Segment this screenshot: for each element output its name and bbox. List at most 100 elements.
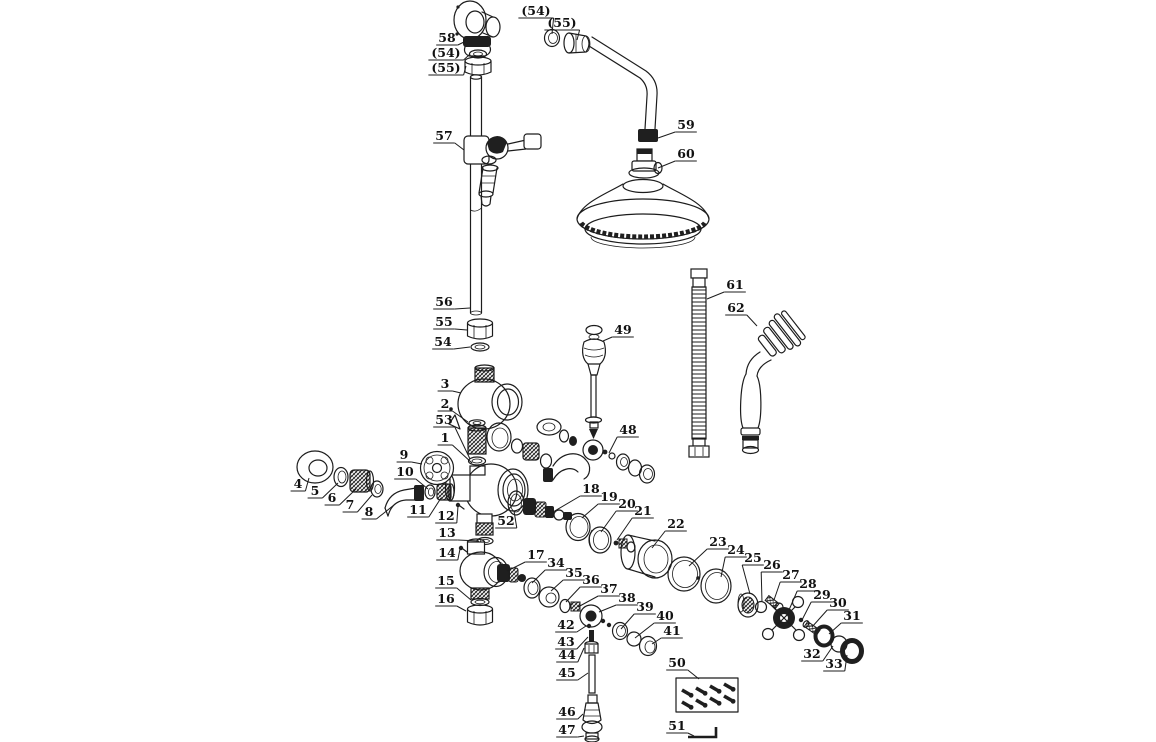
callout-leader — [415, 478, 429, 490]
callout-10: 10 — [394, 464, 429, 490]
callout-52: 52 — [495, 510, 518, 529]
callout-leader — [322, 482, 339, 499]
callout-leader — [456, 505, 459, 524]
callout-58: 58 — [436, 30, 465, 46]
callout-14: 14 — [436, 545, 461, 561]
valve-body-1 — [444, 463, 529, 536]
callout-25: 25 — [741, 550, 764, 595]
callout-label: 29 — [813, 587, 830, 602]
wall-flange — [453, 0, 501, 40]
callout-label: 9 — [400, 447, 409, 462]
callout-47: 47 — [556, 722, 585, 738]
callout-37: 37 — [577, 581, 620, 608]
ring-5 — [333, 466, 349, 488]
callout-leader — [552, 495, 581, 513]
callout-leader — [454, 426, 471, 460]
callout-leader — [828, 622, 842, 635]
callout-leader — [634, 622, 655, 639]
callout-leader — [581, 503, 599, 519]
callout-53: 53 — [433, 412, 471, 460]
callout-leader — [657, 160, 676, 169]
stem-43 — [589, 630, 594, 642]
callout-label: 1 — [441, 430, 450, 445]
escutcheon-ring-9 — [419, 450, 455, 486]
callout-label: 48 — [619, 422, 637, 437]
callout-leader — [453, 346, 471, 350]
callout-label: 11 — [409, 502, 426, 517]
callout-label: 53 — [435, 412, 452, 427]
callout-leader — [844, 654, 848, 672]
ring-40 — [626, 631, 642, 647]
callout-27: 27 — [773, 567, 802, 601]
allen-key-51 — [688, 727, 718, 739]
callout-leader — [598, 604, 617, 613]
callout-label: 41 — [663, 623, 680, 638]
callout-leader — [577, 735, 585, 738]
callout-leader — [457, 539, 480, 542]
callout-leader — [616, 517, 633, 541]
callout-45: 45 — [556, 665, 589, 681]
callout-4: 4 — [290, 476, 310, 492]
ring-23 — [667, 556, 701, 592]
callout-26: 26 — [760, 557, 783, 603]
ring-39 — [611, 621, 629, 641]
callout-leader — [565, 586, 581, 603]
callout-label: 16 — [437, 591, 455, 606]
tee-body-3 — [448, 364, 523, 430]
o-ring-53 — [467, 456, 487, 466]
callout-leader — [760, 571, 763, 603]
callout-42: 42 — [555, 617, 587, 633]
callout-leader — [746, 314, 758, 327]
callout-leader — [452, 410, 469, 423]
callout-39: 39 — [620, 599, 656, 630]
callout-leader — [706, 291, 725, 300]
callout-label: 22 — [667, 516, 684, 531]
callout-label: 20 — [618, 496, 636, 511]
callout-leader — [822, 645, 834, 662]
callout-8: 8 — [361, 504, 395, 520]
callout-label: 28 — [799, 576, 817, 591]
callout-3: 3 — [437, 376, 462, 394]
callout-leader — [600, 510, 617, 533]
callout-29: 29 — [801, 587, 833, 621]
elbow-8 — [384, 485, 424, 517]
cartridge-18 — [523, 498, 572, 521]
cartridge-17 — [497, 564, 526, 583]
callout-leader — [576, 636, 589, 650]
callout-leader — [339, 488, 357, 506]
callout-leader — [577, 595, 599, 608]
callout-leader — [657, 131, 676, 139]
callout-leader — [463, 53, 471, 61]
callout-leader — [577, 647, 585, 663]
callout-leader — [457, 548, 461, 561]
callout-leader — [576, 625, 587, 633]
callout-label: 23 — [709, 534, 726, 549]
callout-62: 62 — [725, 300, 758, 327]
callout-label: 17 — [527, 547, 544, 562]
callout-leader — [411, 461, 423, 465]
callout-label: 36 — [582, 572, 600, 587]
callout-label: 8 — [365, 504, 374, 519]
callout-label: 54 — [434, 334, 452, 349]
callout-label: 43 — [557, 634, 574, 649]
slider-bracket-57 — [463, 133, 542, 207]
callout-label: 60 — [677, 146, 695, 161]
callout-11: 11 — [407, 497, 442, 518]
callout-leader — [773, 581, 781, 601]
callout-32: 32 — [801, 645, 834, 662]
callout-leader — [687, 669, 700, 680]
ring-34 — [523, 577, 541, 599]
knob-38 — [579, 604, 612, 628]
callout-23: 23 — [688, 534, 729, 567]
callout-label: 7 — [346, 497, 355, 512]
callout-16: 16 — [435, 591, 467, 612]
callout-label: (55) — [547, 15, 576, 30]
screw-kit-50 — [675, 677, 739, 713]
riser-nut-55 — [466, 318, 494, 340]
callout-34: 34 — [531, 555, 567, 584]
callout-57: 57 — [433, 128, 465, 151]
callout-label: 46 — [558, 704, 576, 719]
callout-label: (54) — [431, 45, 460, 60]
